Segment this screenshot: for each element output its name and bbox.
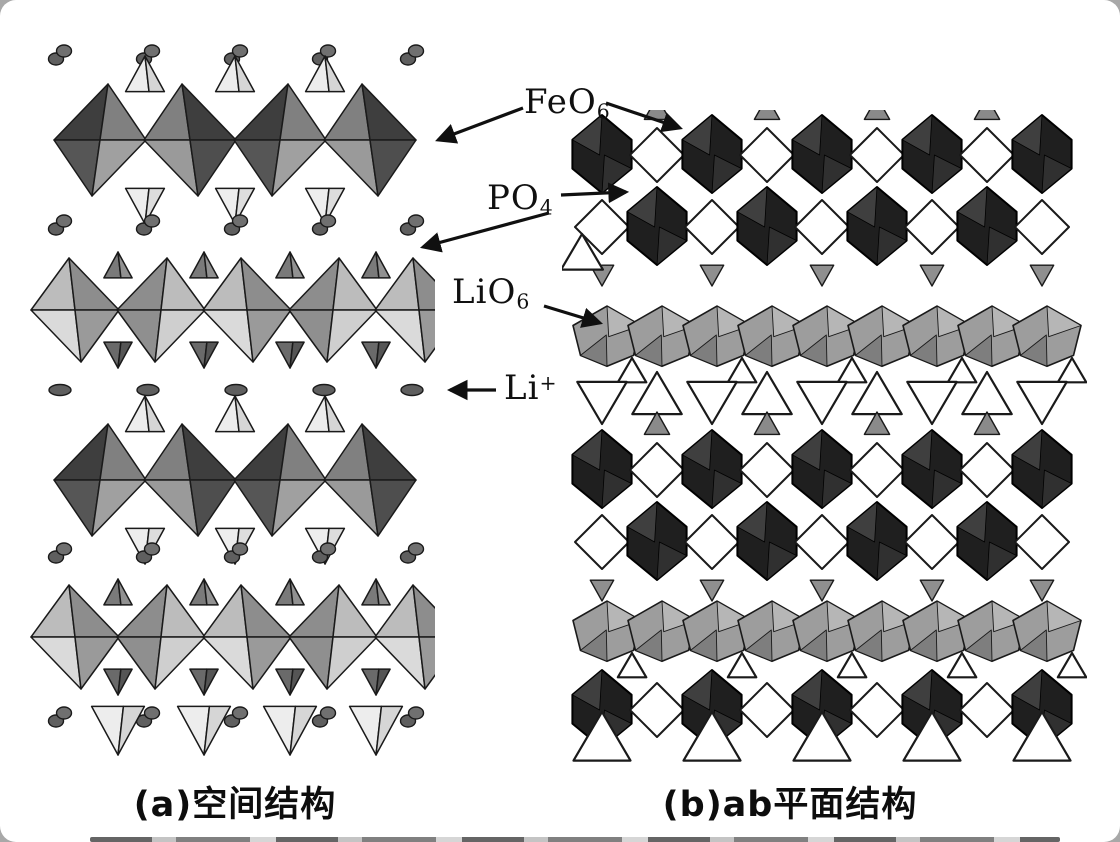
feo6-label-subscript: 6 xyxy=(596,99,611,124)
caption-panel-b: (b)ab平面结构 xyxy=(662,785,918,825)
lio6-band-projection xyxy=(572,600,1087,679)
feo6-band-projection xyxy=(571,110,1073,287)
lio6-band xyxy=(30,578,435,696)
li-label-superscript: + xyxy=(539,370,558,395)
po4-label: PO4 xyxy=(487,178,554,220)
lio6-band-projection xyxy=(572,305,1087,384)
li-label: Li+ xyxy=(504,368,558,408)
lio6-band xyxy=(30,251,435,369)
feo6-band-projection xyxy=(571,411,1073,602)
po4-label-subscript: 4 xyxy=(539,195,554,220)
feo6-band-projection-bottom xyxy=(571,669,1073,762)
cropped-next-line xyxy=(90,837,1060,842)
panel-b-structure xyxy=(562,110,1087,762)
lio6-label-subscript: 6 xyxy=(516,289,531,314)
feo6-arrow-to-panel-a xyxy=(435,106,524,144)
po4-label-text: PO xyxy=(487,178,540,218)
lio6-label: LiO6 xyxy=(452,272,530,314)
li-ion-pair-row xyxy=(47,706,425,728)
feo6-label: FeO6 xyxy=(524,82,611,124)
li-ion-pair-row xyxy=(47,214,425,236)
li-label-text: Li xyxy=(504,368,540,408)
li-ion-row xyxy=(48,383,424,397)
caption-panel-a: (a)空间结构 xyxy=(133,785,337,825)
feo6-label-text: FeO xyxy=(524,82,597,122)
feo6-po4-band xyxy=(53,395,417,565)
lio6-label-text: LiO xyxy=(452,272,517,312)
po4-triangle-row xyxy=(576,370,1068,426)
li-ion-pair-row xyxy=(47,542,425,564)
panel-a-structure xyxy=(30,44,435,756)
feo6-po4-band xyxy=(53,55,417,225)
po4-bottom-row xyxy=(90,705,404,756)
